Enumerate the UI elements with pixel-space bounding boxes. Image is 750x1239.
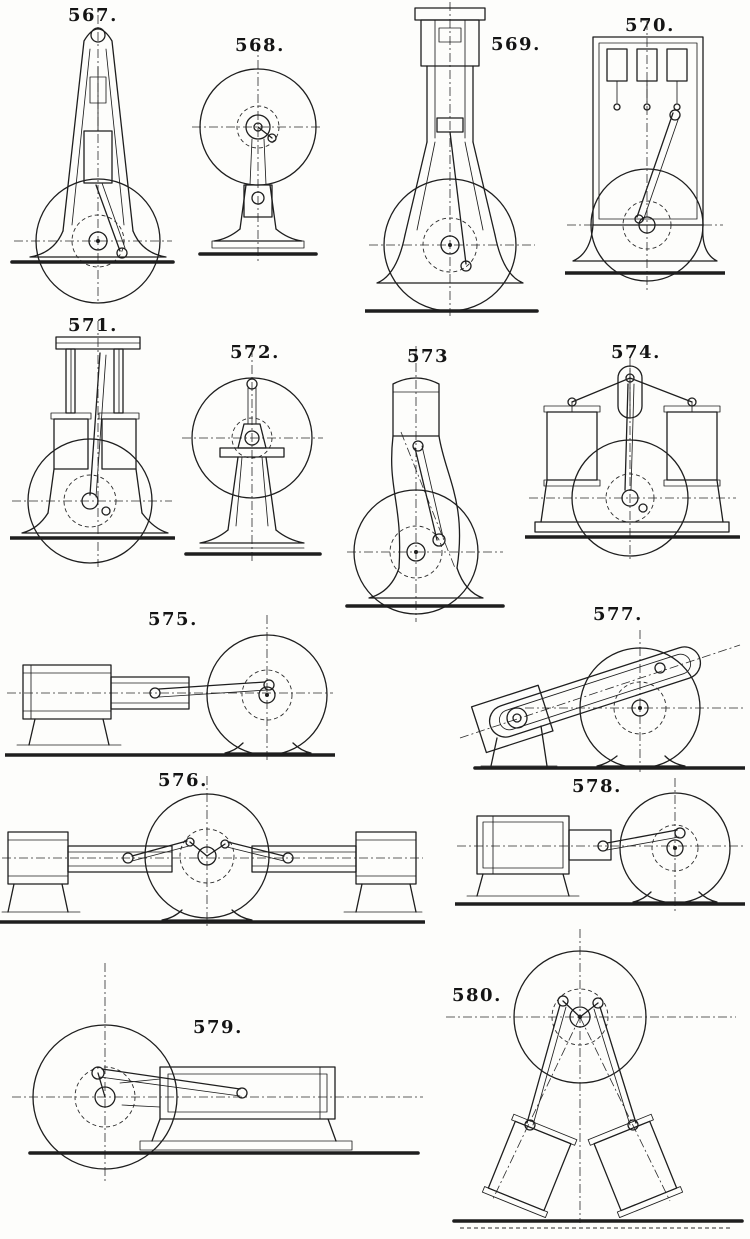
figure-575-label: 575. [148,609,198,630]
figure-570: 570. [565,15,725,295]
figure-577-label: 577. [593,604,643,625]
engine-diagram-574 [525,358,740,562]
engine-diagram-569 [365,2,539,316]
figure-571-label: 571. [68,315,118,336]
figure-576: 576. [0,768,425,930]
figure-575: 575. [5,605,335,765]
figure-569-label: 569. [491,34,541,55]
figure-576-label: 576. [158,770,208,791]
figure-578: 578. [455,770,745,915]
engine-diagram-580 [446,929,744,1229]
engine-diagram-579 [12,963,423,1181]
figure-579-label: 579. [193,1017,243,1038]
engine-diagram-567 [10,15,175,304]
engine-diagram-571 [10,321,175,567]
figure-572-label: 572. [230,342,280,363]
figure-573-label: 573 [407,346,450,367]
figure-572: 572. [180,340,325,565]
figure-574: 574. [525,340,740,565]
figure-570-label: 570. [625,15,675,36]
figure-577: 577. [455,600,745,775]
figure-571: 571. [10,315,175,570]
engine-diagram-575 [5,615,335,763]
figure-573: 573 [345,340,505,625]
figure-567: 567. [10,5,175,305]
engine-diagram-570 [565,21,725,291]
figure-580: 580. [430,925,745,1235]
figure-574-label: 574. [611,342,661,363]
engine-diagram-573 [345,346,505,622]
engine-diagram-572 [182,348,323,562]
figure-567-label: 567. [68,5,118,26]
figure-580-label: 580. [452,985,502,1006]
engine-diagram-577 [459,630,745,772]
engine-diagram-576 [0,776,425,928]
figure-579: 579. [10,955,425,1185]
engine-diagram-568 [192,43,323,261]
figure-568: 568. [190,35,325,265]
figure-568-label: 568. [235,35,285,56]
figure-578-label: 578. [572,776,622,797]
figure-569: 569. [365,0,540,320]
engine-diagram-578 [455,778,745,913]
